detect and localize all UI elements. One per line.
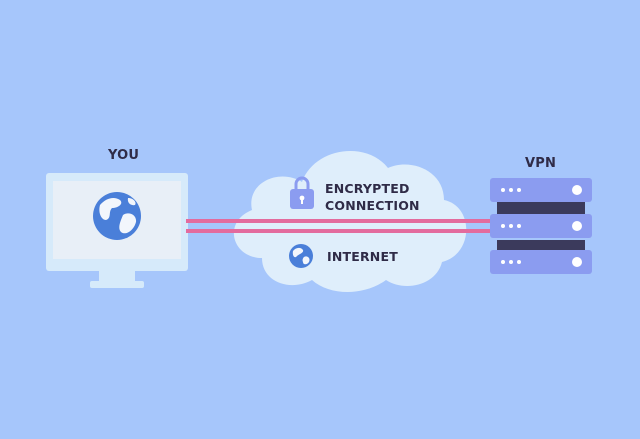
server-icon bbox=[490, 178, 592, 274]
lock-icon bbox=[290, 176, 314, 209]
label-encrypted-connection: ENCRYPTED CONNECTION bbox=[325, 180, 420, 214]
tunnel-lines bbox=[186, 219, 492, 233]
label-internet: INTERNET bbox=[327, 249, 398, 264]
globe-icon bbox=[289, 244, 313, 268]
globe-icon bbox=[93, 192, 141, 240]
label-vpn: VPN bbox=[525, 156, 557, 171]
label-you: YOU bbox=[108, 148, 140, 163]
label-encrypted: ENCRYPTED bbox=[325, 181, 410, 196]
label-connection: CONNECTION bbox=[325, 198, 420, 213]
